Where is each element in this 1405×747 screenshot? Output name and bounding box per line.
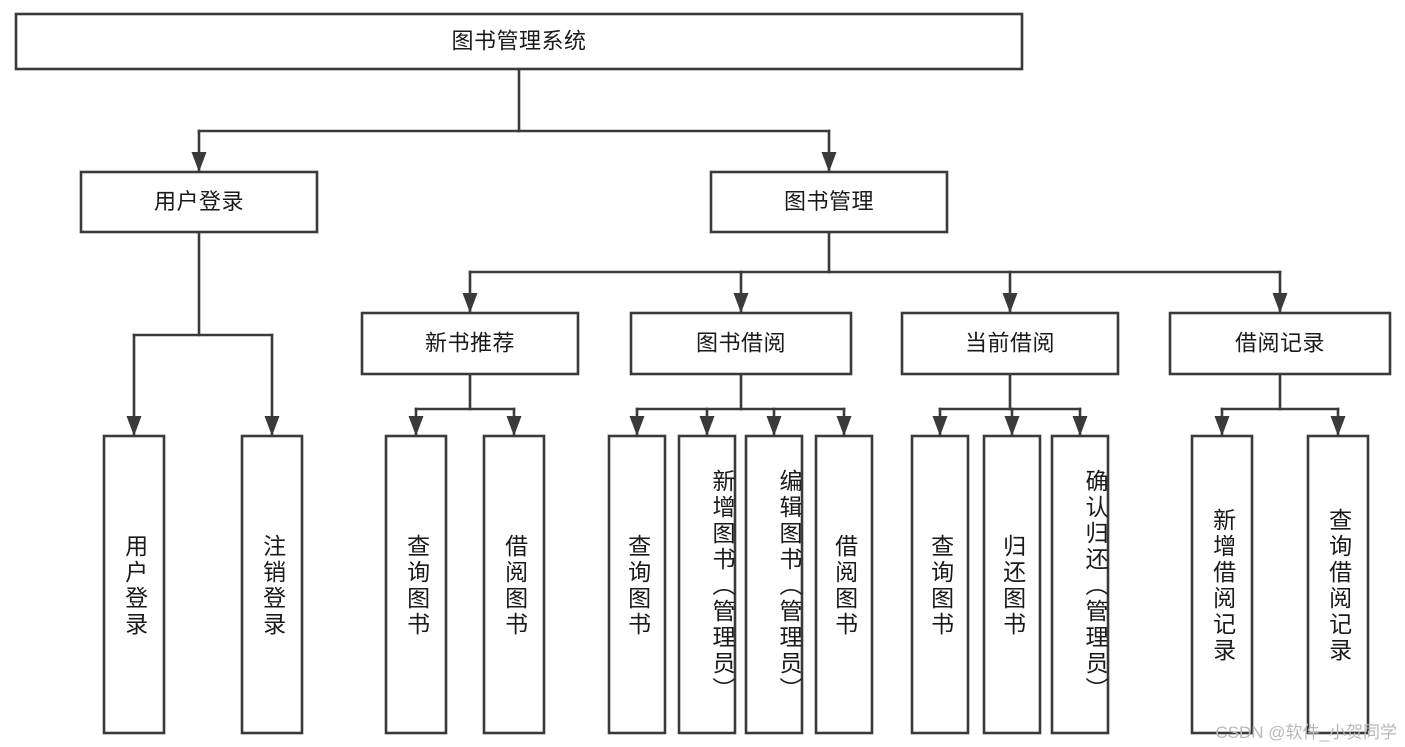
node-leaf-edit-book[interactable] xyxy=(744,434,804,735)
node-label-root: 图书管理系统 xyxy=(451,28,586,53)
node-box-leaf-add-record[interactable] xyxy=(1190,434,1254,735)
node-box-leaf-query-book-1[interactable] xyxy=(384,434,448,735)
node-box-leaf-return-book[interactable] xyxy=(982,434,1042,735)
node-box-leaf-query-book-2[interactable] xyxy=(607,434,667,735)
node-current-borrow[interactable]: 当前借阅 xyxy=(900,311,1120,376)
node-box-leaf-logout[interactable] xyxy=(240,434,304,735)
node-box-leaf-user-login[interactable] xyxy=(102,434,166,735)
node-leaf-borrow-book-1[interactable] xyxy=(482,434,546,735)
node-leaf-query-book-1[interactable] xyxy=(384,434,448,735)
node-box-current-borrow[interactable] xyxy=(900,311,1120,376)
node-leaf-user-login[interactable] xyxy=(102,434,166,735)
arrow-head-icon-book-manage xyxy=(821,152,837,172)
arrow-head-icon-leaf-borrow-book-2 xyxy=(836,416,852,436)
node-label-borrow-record: 借阅记录 xyxy=(1235,330,1325,355)
arrow-head-icon-leaf-query-record xyxy=(1330,416,1346,436)
arrow-head-icon-leaf-return-book xyxy=(1004,416,1020,436)
node-box-book-borrow[interactable] xyxy=(629,311,853,376)
node-box-book-manage[interactable] xyxy=(709,170,949,234)
node-label-book-borrow: 图书借阅 xyxy=(696,330,786,355)
arrow-head-icon-leaf-edit-book xyxy=(766,416,782,436)
node-box-leaf-add-book[interactable] xyxy=(677,434,737,735)
node-leaf-query-book-3[interactable] xyxy=(910,434,970,735)
node-leaf-query-record[interactable] xyxy=(1306,434,1370,735)
arrow-head-icon-leaf-query-book-1 xyxy=(408,416,424,436)
node-box-borrow-record[interactable] xyxy=(1168,311,1392,376)
arrow-head-icon-leaf-logout xyxy=(264,416,280,436)
node-leaf-logout[interactable] xyxy=(240,434,304,735)
node-leaf-confirm-return[interactable] xyxy=(1050,434,1110,735)
node-box-leaf-edit-book[interactable] xyxy=(744,434,804,735)
arrow-head-icon-borrow-record xyxy=(1272,293,1288,313)
node-box-user-login[interactable] xyxy=(79,170,319,234)
node-label-new-book-rec: 新书推荐 xyxy=(425,330,515,355)
node-book-borrow[interactable]: 图书借阅 xyxy=(629,311,853,376)
node-book-manage[interactable]: 图书管理 xyxy=(709,170,949,234)
node-box-leaf-confirm-return[interactable] xyxy=(1050,434,1110,735)
node-borrow-record[interactable]: 借阅记录 xyxy=(1168,311,1392,376)
node-leaf-add-record[interactable] xyxy=(1190,434,1254,735)
arrow-head-icon-leaf-confirm-return xyxy=(1072,416,1088,436)
connector-layer xyxy=(126,67,1346,437)
node-leaf-borrow-book-2[interactable] xyxy=(814,434,874,735)
node-box-leaf-borrow-book-1[interactable] xyxy=(482,434,546,735)
node-leaf-query-book-2[interactable] xyxy=(607,434,667,735)
node-box-root[interactable] xyxy=(14,12,1024,71)
arrow-head-icon-leaf-add-record xyxy=(1214,416,1230,436)
node-label-user-login: 用户登录 xyxy=(154,189,244,214)
node-root[interactable]: 图书管理系统 xyxy=(14,12,1024,71)
node-box-leaf-query-book-3[interactable] xyxy=(910,434,970,735)
node-new-book-rec[interactable]: 新书推荐 xyxy=(360,311,580,376)
watermark-text: CSDN @软件_小贺同学 xyxy=(1215,723,1397,742)
node-box-new-book-rec[interactable] xyxy=(360,311,580,376)
arrow-head-icon-leaf-add-book xyxy=(699,416,715,436)
arrow-head-icon-leaf-query-book-2 xyxy=(629,416,645,436)
arrow-head-icon-new-book-rec xyxy=(462,293,478,313)
arrow-head-icon-leaf-borrow-book-1 xyxy=(506,416,522,436)
node-user-login[interactable]: 用户登录 xyxy=(79,170,319,234)
node-box-leaf-query-record[interactable] xyxy=(1306,434,1370,735)
arrow-head-icon-book-borrow xyxy=(733,293,749,313)
arrow-head-icon-leaf-query-book-3 xyxy=(932,416,948,436)
arrow-head-icon-leaf-user-login xyxy=(126,416,142,436)
arrow-head-icon-user-login xyxy=(191,152,207,172)
arrow-head-icon-current-borrow xyxy=(1002,293,1018,313)
node-label-current-borrow: 当前借阅 xyxy=(965,330,1055,355)
node-leaf-return-book[interactable] xyxy=(982,434,1042,735)
node-leaf-add-book[interactable] xyxy=(677,434,737,735)
node-box-leaf-borrow-book-2[interactable] xyxy=(814,434,874,735)
node-label-book-manage: 图书管理 xyxy=(784,189,874,214)
